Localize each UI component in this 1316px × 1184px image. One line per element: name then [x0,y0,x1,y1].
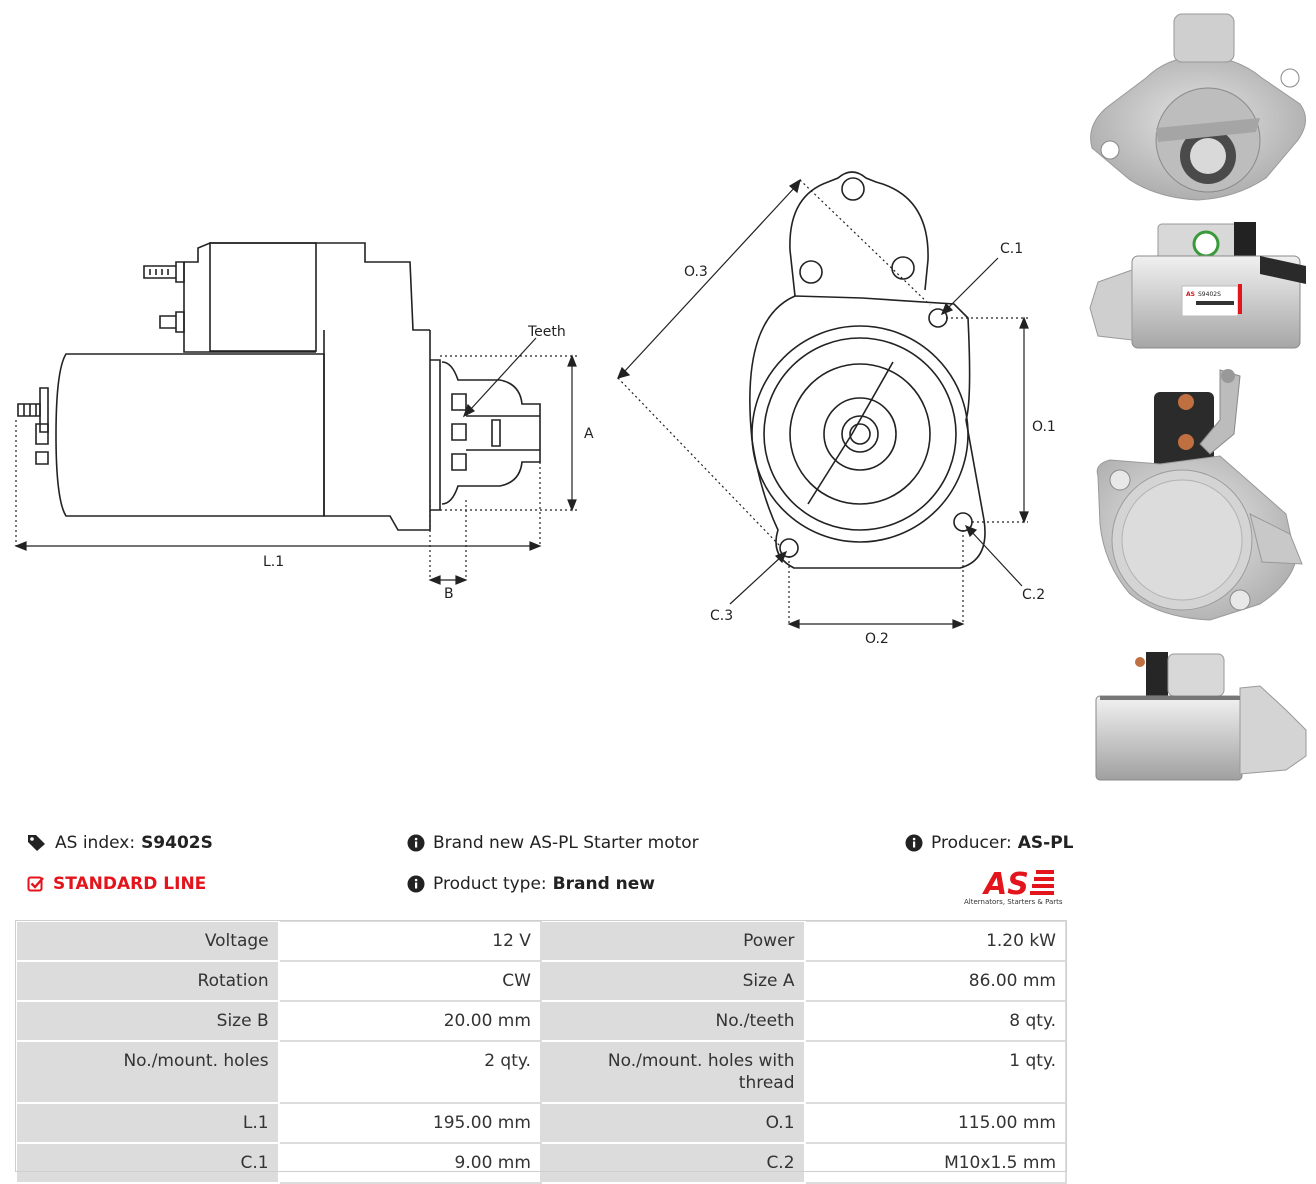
product-type-label: Product type: [433,874,547,894]
as-index-value: S9402S [141,833,213,853]
label-b: B [444,586,454,602]
spec-label: Power [539,920,806,962]
info-icon [905,834,923,852]
product-line-label: STANDARD LINE [53,874,207,894]
spec-value: 86.00 mm [803,960,1068,1002]
spec-label: C.1 [15,1142,280,1184]
spec-value: 195.00 mm [277,1102,542,1144]
label-c1: C.1 [1000,241,1023,257]
product-photo-front [1090,13,1306,201]
as-index-label: AS index: [55,833,136,853]
spec-label: Rotation [15,960,280,1002]
spec-value: 12 V [277,920,542,962]
spec-value: 1 qty. [803,1040,1068,1104]
as-index: AS index: S9402S [27,832,213,854]
logo-mark: AS [982,867,1054,902]
producer-value: AS-PL [1017,833,1074,853]
logo-tagline: Alternators, Starters & Parts [964,898,1063,906]
spec-label: No./teeth [539,1000,806,1042]
spec-value: 2 qty. [277,1040,542,1104]
spec-label: Voltage [15,920,280,962]
spec-label: C.2 [539,1142,806,1184]
spec-value: 115.00 mm [803,1102,1068,1144]
label-c3: C.3 [710,608,733,624]
front-view-drawing: O.3 C.1 O.1 C.2 C.3 O.2 [616,171,1056,647]
spec-value: 9.00 mm [277,1142,542,1184]
label-teeth: Teeth [527,324,566,340]
svg-text:AS: AS [1186,291,1195,298]
spec-value: CW [277,960,542,1002]
product-type-value: Brand new [552,874,655,894]
spec-value: M10x1.5 mm [803,1142,1068,1184]
producer-label: Producer: [931,833,1012,853]
product-photo-side [1095,652,1307,781]
logo-mark-text: AS [982,867,1029,902]
product-line: STANDARD LINE [27,873,206,895]
spec-label: Size A [539,960,806,1002]
spec-label: No./mount. holes [15,1040,280,1104]
label-o2: O.2 [865,631,889,647]
spec-label: Size B [15,1000,280,1042]
product-type: Product type: Brand new [407,873,655,895]
spec-label: L.1 [15,1102,280,1144]
producer: Producer: AS-PL [905,832,1074,854]
spec-label: No./mount. holes with thread [539,1040,806,1104]
spec-value: 20.00 mm [277,1000,542,1042]
label-a: A [584,426,594,442]
info-icon [407,834,425,852]
photo-label-code: S9402S [1198,291,1221,298]
product-photo-rear [1096,369,1303,621]
description-text: Brand new AS-PL Starter motor [433,833,699,853]
spec-value: 8 qty. [803,1000,1068,1042]
check-square-icon [27,876,44,892]
product-photo-side-label: AS S9402S [1089,222,1306,349]
spec-value: 1.20 kW [803,920,1068,962]
product-description: Brand new AS-PL Starter motor [407,832,699,854]
label-c2: C.2 [1022,587,1045,603]
spec-label: O.1 [539,1102,806,1144]
label-o3: O.3 [684,264,708,280]
info-icon [407,875,425,893]
label-o1: O.1 [1032,419,1056,435]
tags-icon [28,835,45,851]
label-l1: L.1 [263,554,284,570]
side-view-drawing: Teeth A L.1 B [14,242,594,602]
producer-logo: AS Alternators, Starters & Parts [962,864,1070,908]
